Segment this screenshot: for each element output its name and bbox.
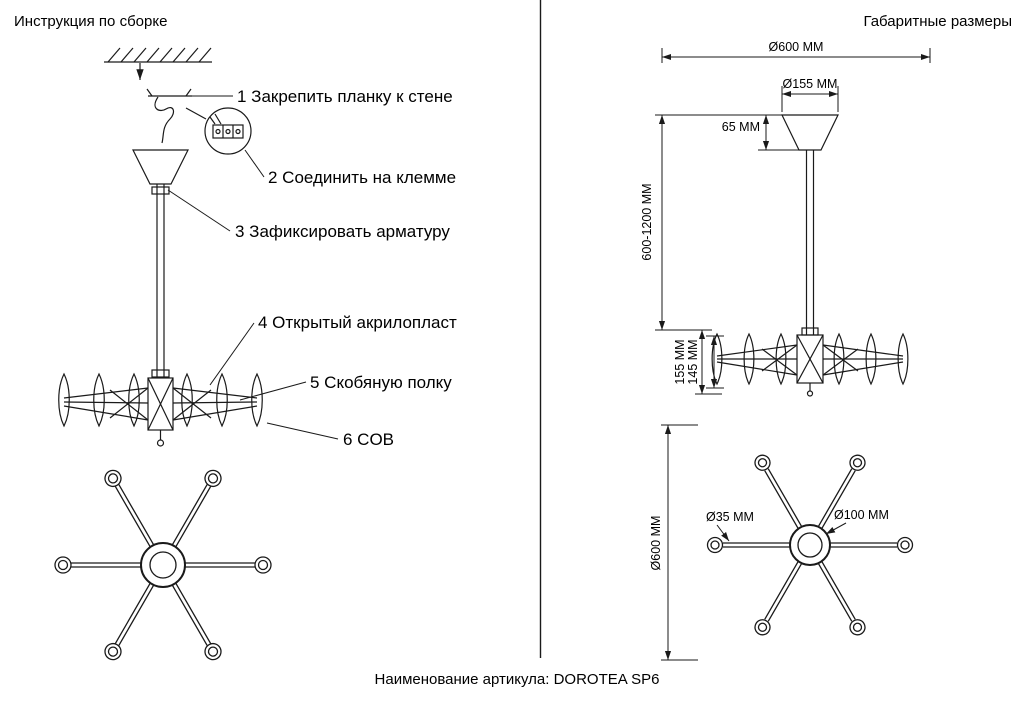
- dim-hub-diameter: Ø100 ММ: [834, 508, 889, 522]
- suspension-rod-dim: [801, 150, 819, 336]
- dim-canopy-diameter: Ø155 ММ: [783, 77, 838, 91]
- dimension-figure: [655, 48, 931, 661]
- ceiling-hatch: [104, 47, 212, 63]
- dimension-lines: [655, 48, 931, 661]
- suspension-wire: [154, 96, 175, 144]
- dim-overall-diameter-bottom: Ø600 ММ: [649, 516, 663, 571]
- article-name: Наименование артикула: DOROTEA SP6: [374, 671, 660, 688]
- step-4-label: 4 Открытый акрилопласт: [258, 313, 457, 332]
- suspension-rod: [151, 184, 170, 378]
- chandelier-top-view-left: [54, 466, 272, 664]
- canopy: [132, 149, 189, 185]
- step-5-label: 5 Скобяную полку: [310, 373, 452, 392]
- dim-body-height-outer: 155 ММ: [673, 339, 687, 384]
- dim-arm-tube-diameter: Ø35 ММ: [706, 510, 754, 524]
- callout-leaders: [167, 95, 339, 440]
- chandelier-side-view: [58, 372, 263, 447]
- dim-suspension-range: 600-1200 ММ: [640, 183, 654, 260]
- dim-body-height-inner: 145 ММ: [686, 339, 700, 384]
- assembly-figure: [58, 47, 339, 447]
- step-1-label: 1 Закрепить планку к стене: [237, 87, 453, 106]
- right-panel-title: Габаритные размеры: [863, 13, 1012, 30]
- terminal-detail-bubble: [185, 107, 252, 155]
- step-2-label: 2 Соединить на клемме: [268, 168, 456, 187]
- canopy-dim: [781, 114, 839, 151]
- dim-overall-diameter-top: Ø600 ММ: [769, 40, 824, 54]
- step-3-label: 3 Зафиксировать арматуру: [235, 222, 450, 241]
- left-panel-title: Инструкция по сборке: [14, 13, 168, 30]
- mounting-plate: [146, 88, 192, 97]
- step-6-label: 6 COB: [343, 430, 394, 449]
- dim-canopy-height: 65 ММ: [722, 120, 760, 134]
- chandelier-side-view-dim: [711, 332, 909, 397]
- chandelier-top-view-right: [706, 451, 914, 639]
